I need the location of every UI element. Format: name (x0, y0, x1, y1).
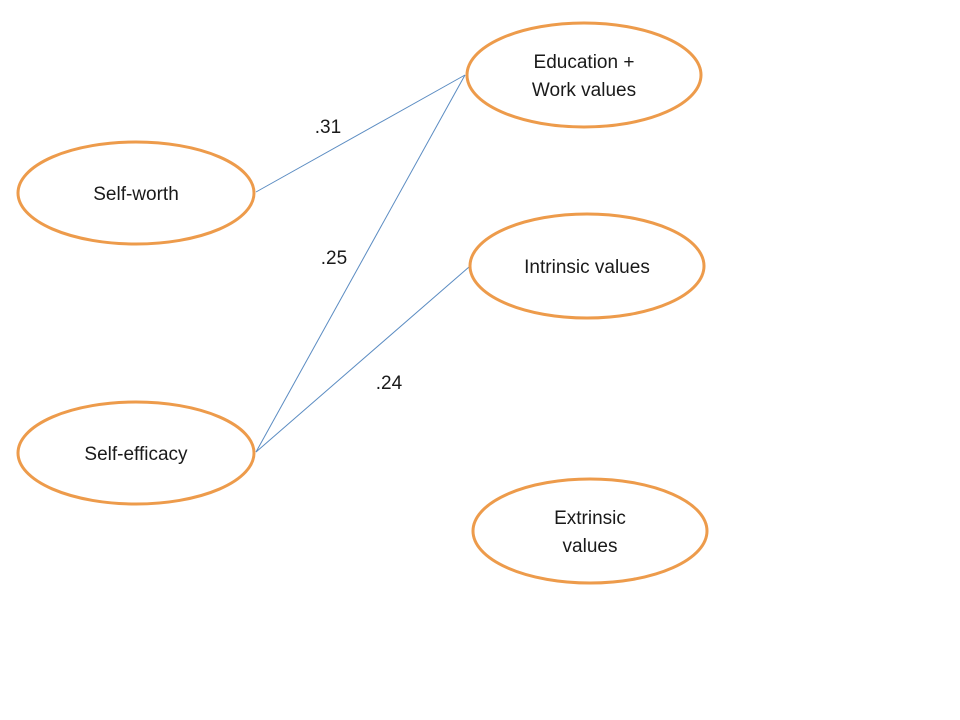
intrinsic-values-label: Intrinsic values (524, 257, 650, 278)
coefficient-self-efficacy-intrinsic: .24 (376, 373, 403, 394)
coefficient-self-worth-education: .31 (315, 117, 341, 138)
self-worth-ellipse (16, 140, 256, 246)
extrinsic-values-label-line1: Extrinsic (554, 508, 626, 529)
self-worth-label: Self-worth (93, 184, 179, 205)
node-education-work-values: Education + Work values (465, 21, 703, 129)
node-self-efficacy: Self-efficacy (16, 400, 256, 506)
intrinsic-values-ellipse (468, 212, 706, 320)
extrinsic-values-label-line2: values (563, 536, 618, 557)
extrinsic-values-ellipse (471, 477, 709, 585)
node-extrinsic-values: Extrinsic values (471, 477, 709, 585)
education-work-values-label-line2: Work values (532, 80, 636, 101)
edge-self-worth-to-education (255, 74, 466, 193)
node-intrinsic-values: Intrinsic values (468, 212, 706, 320)
coefficient-self-efficacy-education: .25 (321, 248, 347, 269)
self-efficacy-ellipse (16, 400, 256, 506)
node-self-worth: Self-worth (16, 140, 256, 246)
self-efficacy-label: Self-efficacy (84, 444, 188, 465)
edge-self-efficacy-to-education (255, 74, 466, 453)
edge-self-efficacy-to-intrinsic (255, 266, 470, 453)
education-work-values-ellipse (465, 21, 703, 129)
education-work-values-label-line1: Education + (534, 52, 635, 73)
